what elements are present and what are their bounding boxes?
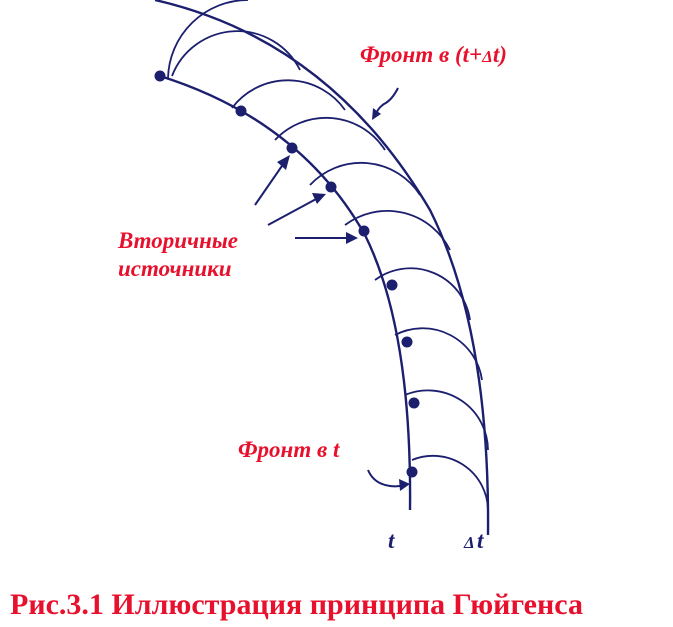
wavelet (274, 116, 386, 151)
front-now-label: Фронт в t (238, 437, 340, 462)
figure-caption: Рис.3.1 Иллюстрация принципа Гюйгенса (10, 588, 583, 621)
arrowhead (277, 155, 290, 170)
arrow (254, 162, 285, 206)
axis-t-label: t (388, 528, 395, 553)
axis-delta-label: Δ (463, 533, 475, 552)
source-dot (154, 70, 166, 82)
wavelet (374, 267, 471, 321)
arrowhead (372, 108, 381, 120)
source-arrows (254, 155, 358, 244)
wavelet (344, 210, 451, 251)
secondary-sources (154, 70, 420, 478)
arrowhead (312, 193, 326, 204)
front-later-label: Фронт в (t+Δt) (360, 42, 507, 67)
wavelet (231, 79, 346, 111)
arrowhead (346, 232, 358, 244)
wavelet (309, 161, 421, 196)
axis-dt-label: t (477, 528, 484, 553)
source-dot (386, 279, 398, 291)
source-dot (286, 142, 298, 154)
front-later-curve (154, 0, 490, 536)
wavelet (411, 454, 489, 511)
arrow (267, 197, 319, 226)
wavelet (394, 327, 483, 381)
wavelet (167, 0, 249, 79)
wavelet (404, 389, 489, 451)
front-now-pointer (367, 469, 405, 488)
wavelets (167, 0, 489, 511)
source-dot (325, 181, 337, 193)
secondary-sources-label-line1: Вторичные (117, 228, 238, 253)
source-dot (358, 225, 370, 237)
front-later-pointer (375, 87, 399, 115)
source-dot (401, 336, 413, 348)
source-dot (406, 466, 418, 478)
secondary-sources-label-line2: источники (118, 256, 232, 281)
source-dot (408, 397, 420, 409)
wavelet (171, 30, 301, 77)
source-dot (235, 105, 247, 117)
arrowhead (399, 479, 410, 491)
